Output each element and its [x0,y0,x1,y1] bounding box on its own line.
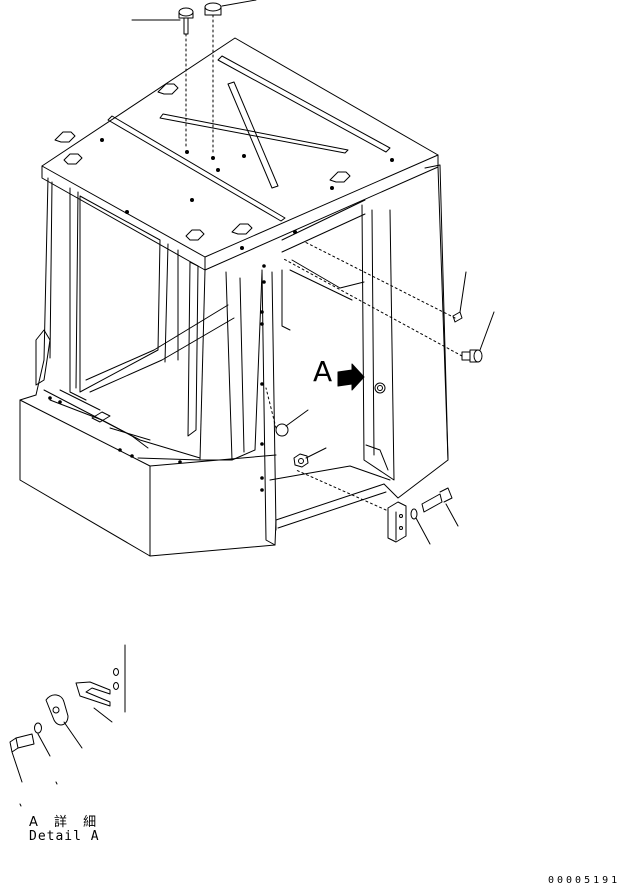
part-bolt-right [281,257,495,363]
view-marker-label: A [313,355,333,388]
part-plate-right [304,241,467,323]
drawing-number: 00005191 [548,875,621,886]
view-arrow [337,363,365,391]
cab-front-frame [35,177,263,461]
part-cap-roof [204,0,257,153]
part-bolt-hinge [421,487,459,527]
detail-title-japanese: A 詳 細 [29,815,103,830]
cab-base [19,329,277,557]
detail-title-english: Detail A [29,829,100,844]
part-washer-right [410,508,431,545]
part-nut [293,447,327,468]
detail-a-view [9,644,126,807]
part-grommet [265,387,309,437]
part-hinge-bracket [295,469,407,543]
cab-roof [41,37,439,271]
cab-rear-frame [260,164,449,546]
part-bolt-roof [131,7,194,149]
